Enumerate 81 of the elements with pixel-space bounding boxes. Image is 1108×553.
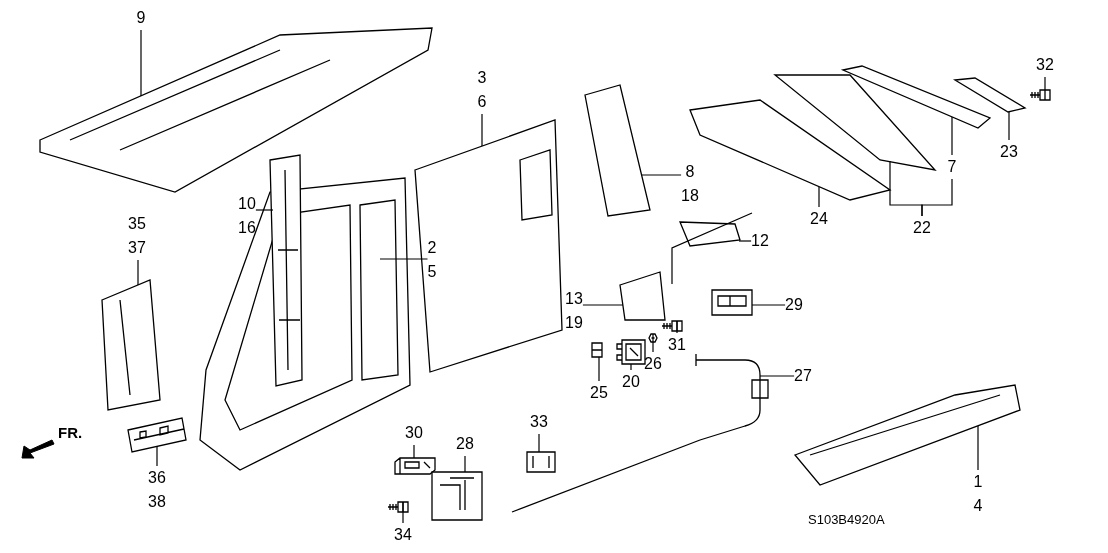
callout-number: 32 — [1036, 55, 1054, 75]
leader-line — [413, 444, 415, 459]
leader-line — [759, 375, 795, 377]
leader-line — [598, 356, 600, 382]
diagram-code: S103B4920A — [808, 512, 885, 527]
housing-drawing — [619, 271, 666, 321]
callout-number: 38 — [148, 492, 166, 512]
callout-number: 7 — [947, 157, 957, 177]
callout-number: 30 — [405, 423, 423, 443]
latch-cover-drawing — [394, 457, 436, 475]
leader-line — [751, 304, 786, 306]
callout-number: 9 — [136, 8, 146, 28]
leader-line — [921, 178, 953, 217]
callout-number: 13 — [565, 289, 583, 309]
callout-number: 25 — [590, 383, 608, 403]
leader-line — [977, 425, 979, 471]
leader-line — [630, 363, 632, 371]
bolt-drawing — [387, 501, 409, 513]
leader-line — [538, 433, 540, 453]
callout-number: 23 — [1000, 142, 1018, 162]
callout-number: 26 — [644, 354, 662, 374]
callout-number: 22 — [913, 218, 931, 238]
catch-drawing — [526, 451, 556, 473]
floor-bracket-drawing — [127, 417, 187, 453]
callout-number: 6 — [477, 92, 487, 112]
rear-bracket-drawing — [953, 77, 1027, 113]
box-part-drawing — [711, 289, 753, 316]
callout-number: 28 — [456, 434, 474, 454]
callout-number: 12 — [751, 231, 769, 251]
leader-line — [255, 209, 274, 211]
bolt-drawing — [661, 320, 683, 332]
leader-line — [137, 259, 139, 286]
quarter-panel-drawing — [414, 119, 563, 373]
callout-number: 31 — [668, 335, 686, 355]
leader-line — [140, 29, 142, 97]
leader-line — [464, 455, 466, 473]
callout-number: 33 — [530, 412, 548, 432]
side-sill-drawing — [794, 384, 1021, 486]
bolt-drawing — [1029, 89, 1051, 101]
wheelhouse-panel-drawing — [584, 84, 651, 217]
callout-number: 1 — [973, 472, 983, 492]
fuel-lid-drawing — [616, 339, 646, 365]
callout-number: 16 — [238, 218, 256, 238]
callout-number: 2 — [427, 238, 437, 258]
callout-number: 20 — [622, 372, 640, 392]
leader-line — [951, 116, 953, 156]
callout-number: 34 — [394, 525, 412, 545]
callout-number: 4 — [973, 496, 983, 516]
leader-line — [818, 186, 820, 208]
callout-number: 18 — [681, 186, 699, 206]
callout-number: 8 — [685, 162, 695, 182]
bracket-drawing — [679, 221, 741, 247]
nut-drawing — [648, 333, 658, 343]
callout-number: 29 — [785, 295, 803, 315]
leader-line — [641, 174, 682, 176]
leader-line — [402, 501, 404, 524]
leader-line — [652, 333, 654, 353]
leader-line — [738, 240, 752, 242]
direction-label: FR. — [58, 424, 83, 441]
callout-number: 35 — [128, 214, 146, 234]
leader-line — [156, 445, 158, 467]
latch-drawing — [431, 471, 483, 521]
callout-number: 5 — [427, 262, 437, 282]
callout-number: 36 — [148, 468, 166, 488]
leader-line — [582, 304, 624, 306]
clip-drawing — [591, 342, 603, 358]
roof-panel-drawing — [39, 27, 433, 193]
callout-number: 27 — [794, 366, 812, 386]
cable-drawing — [695, 353, 769, 441]
callout-number: 3 — [477, 68, 487, 88]
callout-number: 19 — [565, 313, 583, 333]
leader-line — [1044, 76, 1046, 91]
callout-number: 37 — [128, 238, 146, 258]
callout-number: 24 — [810, 209, 828, 229]
leader-line — [481, 113, 483, 147]
leader-line — [676, 320, 678, 334]
inner-pillar-drawing — [101, 279, 161, 411]
rear-panel-drawing — [773, 74, 937, 171]
leader-line — [1008, 111, 1010, 141]
callout-number: 10 — [238, 194, 256, 214]
leader-line — [379, 258, 429, 260]
